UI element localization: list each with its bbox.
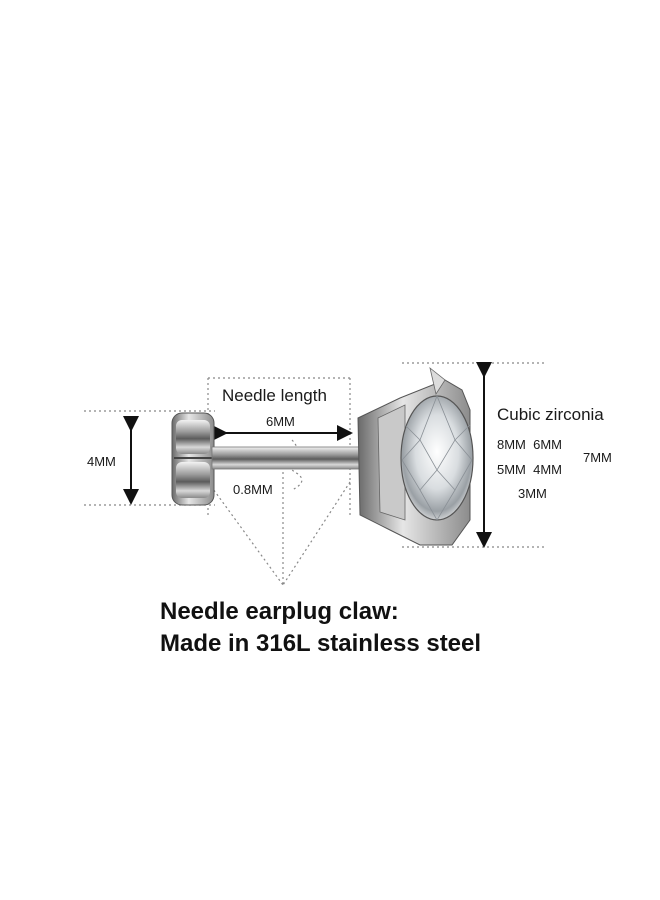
needle bbox=[211, 446, 363, 470]
needle-diameter-label: 0.8MM bbox=[233, 482, 273, 497]
size-row-3: 3MM bbox=[518, 486, 547, 501]
cubic-zirconia-stone bbox=[400, 394, 474, 521]
head-height-label: 4MM bbox=[87, 454, 116, 469]
size-side-label: 7MM bbox=[583, 450, 612, 465]
size-row-2: 5MM 4MM bbox=[497, 462, 562, 477]
needle-length-title: Needle length bbox=[222, 386, 327, 405]
earring-back bbox=[171, 412, 215, 506]
caption-line-1: Needle earplug claw: bbox=[160, 598, 399, 625]
stone-title: Cubic zirconia bbox=[497, 405, 604, 424]
dimension-arrows bbox=[123, 362, 492, 548]
caption-line-2: Made in 316L stainless steel bbox=[160, 630, 481, 657]
size-row-1: 8MM 6MM bbox=[497, 437, 562, 452]
needle-length-value: 6MM bbox=[266, 414, 295, 429]
